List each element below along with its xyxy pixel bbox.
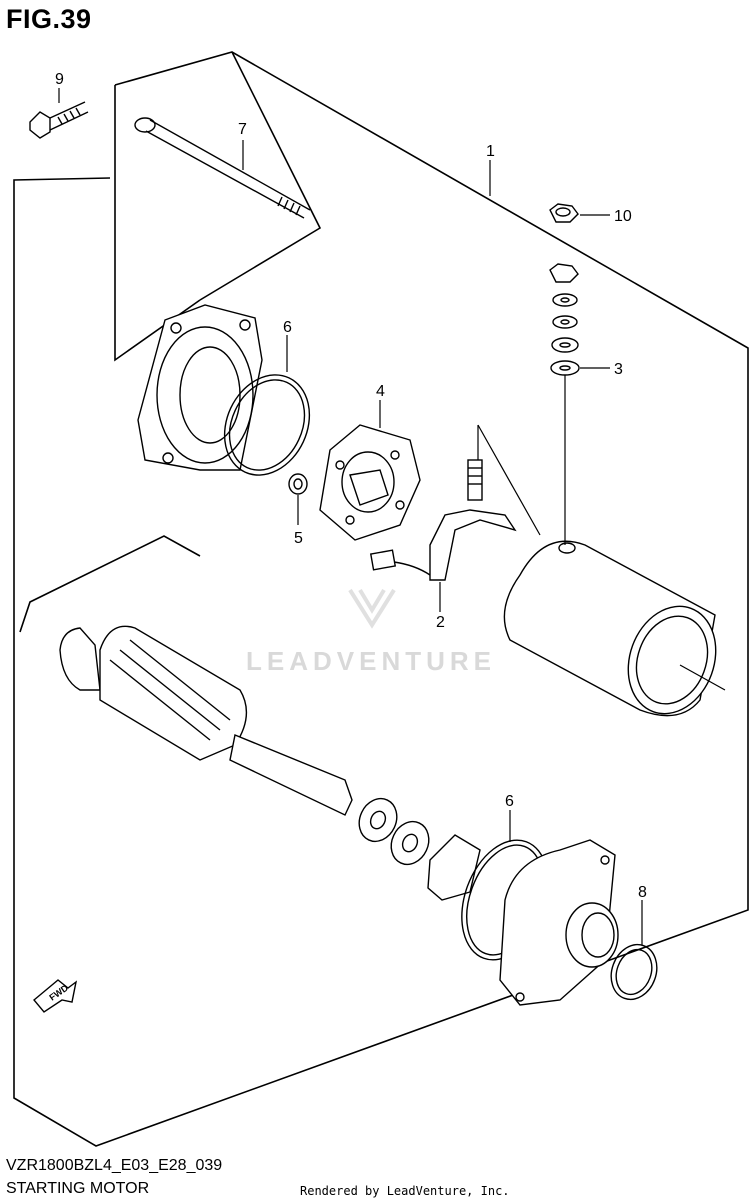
callout-6-upper: 6: [283, 319, 292, 336]
part-bolt-9: [29, 101, 89, 139]
callout-10: 10: [614, 208, 632, 225]
part-yoke-1: [503, 540, 717, 717]
figure-title: FIG.39: [6, 4, 92, 34]
part-through-bolt-7: [134, 117, 311, 219]
figure-code: VZR1800BZL4_E03_E28_039: [6, 1157, 223, 1174]
callout-2: 2: [436, 614, 445, 631]
part-washers-3: [549, 263, 580, 376]
leader-lines: [58, 88, 726, 945]
watermark-text: LEADVENTURE: [246, 646, 497, 676]
part-shims: [358, 797, 481, 901]
callout-1: 1: [486, 143, 495, 160]
part-o-ring-6-upper: [223, 374, 311, 476]
callout-6-lower: 6: [505, 793, 514, 810]
part-ring-8: [610, 943, 658, 1001]
callout-7: 7: [238, 121, 247, 138]
callout-4: 4: [376, 383, 385, 400]
part-brush-2: [369, 509, 517, 581]
part-nut-10: [549, 203, 579, 223]
part-armature: [59, 625, 353, 816]
part-front-housing: [499, 839, 619, 1006]
callout-3: 3: [614, 361, 623, 378]
callout-5: 5: [294, 530, 303, 547]
part-brush-holder-4: [319, 424, 421, 541]
fwd-arrow-icon: [33, 979, 78, 1013]
render-credit: Rendered by LeadVenture, Inc.: [300, 1184, 510, 1198]
part-rear-housing: [137, 304, 263, 471]
callout-9: 9: [55, 71, 64, 88]
part-terminal-bolt: [467, 459, 483, 501]
watermark-logo: [348, 588, 396, 629]
part-bushing-5: [288, 473, 308, 495]
figure-name: STARTING MOTOR: [6, 1180, 150, 1197]
callout-8: 8: [638, 884, 647, 901]
